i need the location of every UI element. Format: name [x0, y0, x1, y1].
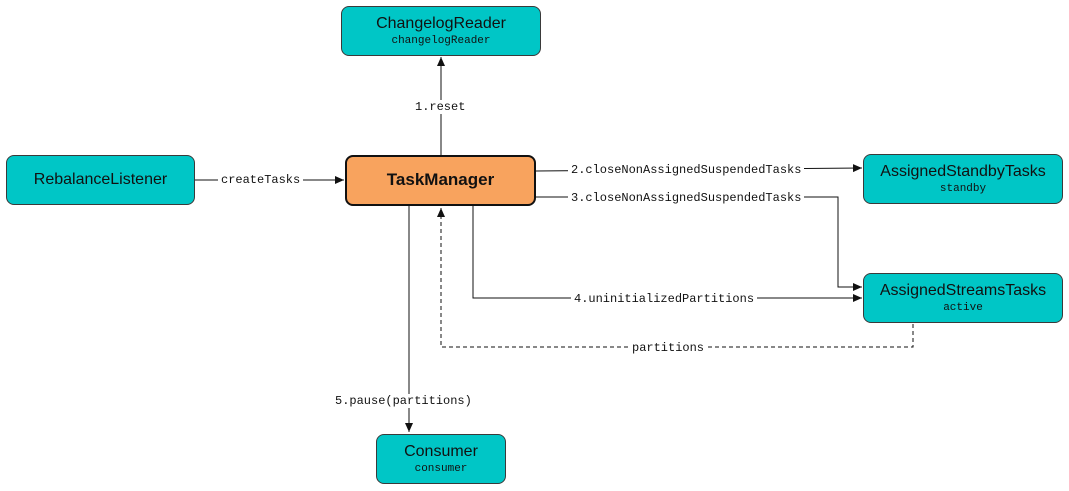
edge-label-close-active: 3.closeNonAssignedSuspendedTasks — [568, 191, 805, 205]
node-assigned-standby-tasks: AssignedStandbyTasks standby — [863, 154, 1063, 204]
edge-label-partitions: partitions — [629, 341, 708, 355]
node-rebalance-listener: RebalanceListener — [6, 155, 195, 205]
consumer-sub: consumer — [414, 462, 468, 475]
edge-label-close-standby: 2.closeNonAssignedSuspendedTasks — [568, 163, 805, 177]
changelog-reader-title: ChangelogReader — [376, 15, 506, 33]
edge-label-uninitialized-partitions: 4.uninitializedPartitions — [571, 292, 758, 306]
edge-label-create-tasks: createTasks — [218, 173, 304, 187]
consumer-title: Consumer — [404, 443, 478, 461]
changelog-reader-sub: changelogReader — [391, 34, 491, 47]
assigned-standby-tasks-title: AssignedStandbyTasks — [880, 163, 1046, 181]
task-manager-title: TaskManager — [386, 170, 495, 190]
node-changelog-reader: ChangelogReader changelogReader — [341, 6, 541, 56]
assigned-streams-tasks-title: AssignedStreamsTasks — [879, 282, 1047, 300]
rebalance-listener-title: RebalanceListener — [33, 171, 168, 189]
assigned-streams-tasks-sub: active — [943, 301, 983, 314]
assigned-standby-tasks-sub: standby — [939, 182, 987, 195]
edge-label-reset: 1.reset — [412, 100, 469, 114]
edge-label-pause: 5.pause(partitions) — [332, 394, 475, 408]
node-task-manager: TaskManager — [345, 155, 536, 206]
node-assigned-streams-tasks: AssignedStreamsTasks active — [863, 273, 1063, 323]
node-consumer: Consumer consumer — [376, 434, 506, 484]
edge-uninitialized-partitions — [472, 206, 862, 302]
edge-close-active — [536, 196, 862, 291]
edge-partitions — [437, 208, 914, 348]
